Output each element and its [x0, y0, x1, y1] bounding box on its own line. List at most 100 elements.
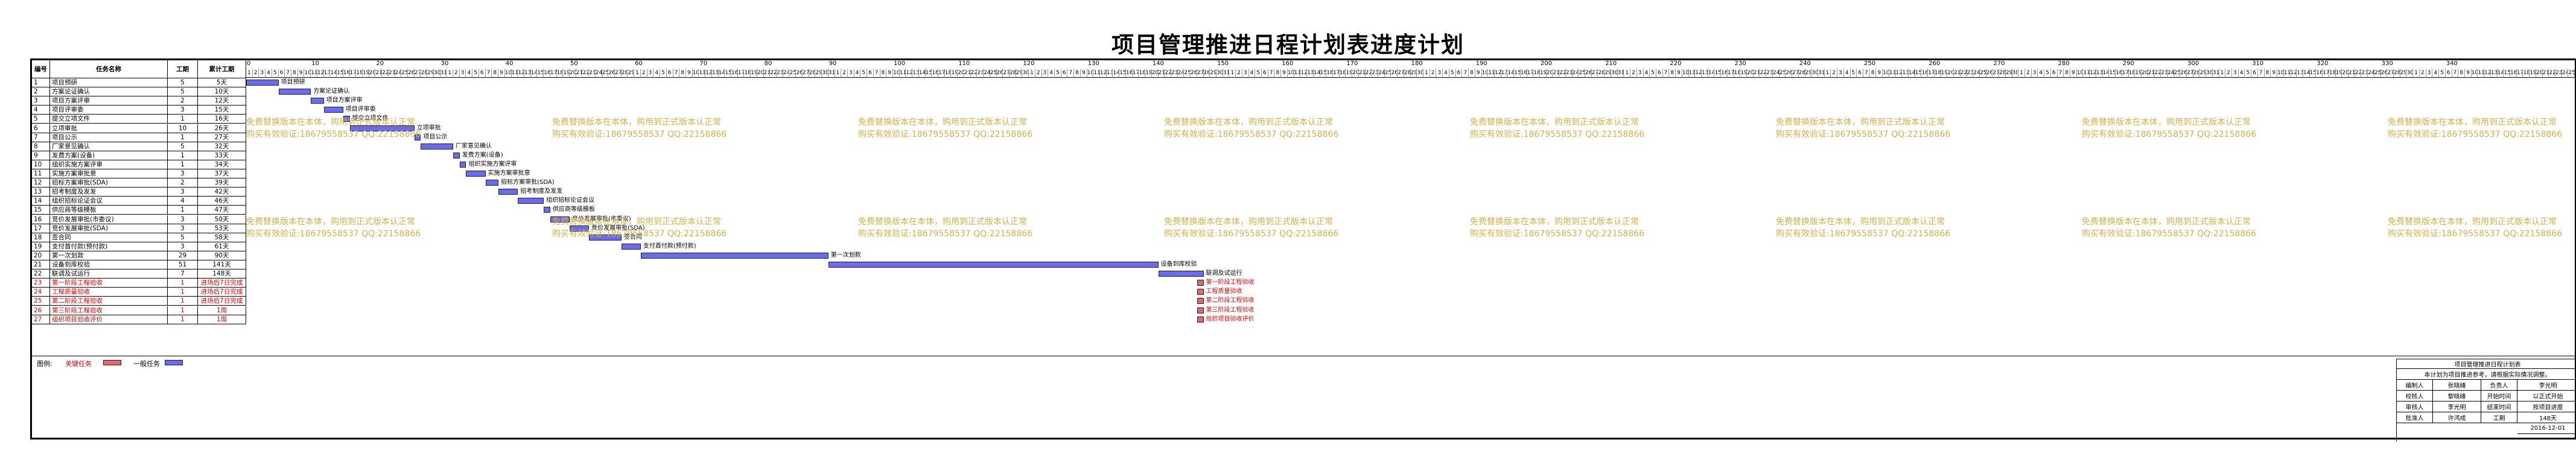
axis-day-cell: 2 [1035, 69, 1042, 78]
axis-major-tick: 270 [1993, 60, 2005, 67]
axis-day-cell: 23 [1565, 69, 1573, 78]
axis-major-tick: 140 [1152, 60, 1164, 67]
task-bar[interactable] [1197, 289, 1204, 295]
axis-day-cell: 30 [1022, 69, 1029, 78]
table-cell-task: 厂家意见确认 [50, 142, 168, 151]
task-bar[interactable] [323, 107, 343, 113]
axis-major-tick: 160 [1282, 60, 1294, 67]
task-bar[interactable] [550, 216, 570, 222]
axis-day-cell: 29 [1210, 69, 1216, 78]
axis-day-cell: 19 [2135, 69, 2142, 78]
axis-day-cell: 25 [2374, 69, 2381, 78]
axis-day-cell: 1 [1824, 69, 1831, 78]
axis-day-cell: 24 [595, 69, 602, 78]
axis-day-cell: 16 [2510, 69, 2517, 78]
task-bar[interactable] [453, 152, 460, 159]
axis-day-cell: 30 [2206, 69, 2213, 78]
axis-day-cell: 8 [1669, 69, 1676, 78]
task-bar[interactable] [828, 262, 1159, 268]
table-cell-cum: 39天 [198, 178, 246, 188]
task-bar[interactable] [343, 116, 350, 122]
task-bar[interactable] [485, 180, 499, 186]
task-bar[interactable] [621, 243, 641, 250]
task-bar[interactable] [544, 207, 550, 213]
axis-day-cell: 14 [2102, 69, 2110, 78]
axis-day-cell: 5 [1055, 69, 1061, 78]
axis-day-cell: 29 [628, 69, 635, 78]
task-bar-label: 组织实施方案评审 [468, 160, 517, 168]
task-bar[interactable] [518, 198, 544, 204]
axis-day-cell: 16 [2316, 69, 2323, 78]
task-bar[interactable] [278, 89, 311, 95]
table-cell-no: 23 [32, 279, 50, 288]
axis-day-cell: 27 [1992, 69, 2000, 78]
signoff-title: 项目管理推进日程计划表 [2397, 359, 2576, 369]
task-bar[interactable] [498, 189, 518, 195]
axis-day-cell: 31 [828, 69, 835, 78]
axis-day-cell: 16 [544, 69, 550, 78]
axis-day-cell: 4 [266, 69, 272, 78]
task-bar[interactable] [1158, 271, 1204, 277]
axis-day-cell: 4 [1048, 69, 1055, 78]
task-bar[interactable] [1197, 316, 1204, 323]
task-bar[interactable] [246, 80, 279, 86]
axis-day-cell: 22 [2355, 69, 2362, 78]
axis-day-cell: 28 [421, 69, 428, 78]
task-bar[interactable] [349, 125, 415, 131]
axis-day-cell: 27 [1591, 69, 1598, 78]
axis-day-cell: 6 [2050, 69, 2058, 78]
axis-day-cell: 9 [1876, 69, 1883, 78]
axis-day-cell: 28 [809, 69, 816, 78]
signoff-box: 项目管理推进日程计划表本计划为项目推进参考，请根据实际情况调整。编制人张晓峰负责… [2396, 359, 2576, 441]
axis-day-cell: 9 [498, 69, 505, 78]
axis-major-tick: 120 [1023, 60, 1035, 67]
table-cell-task: 供应商等级模板 [50, 206, 168, 215]
watermark-text: 免费替换版本在本体，购用到正式版本认正常购买有效验证:18679558537 Q… [2388, 216, 2562, 240]
axis-day-cell: 16 [1326, 69, 1333, 78]
axis-day-cell: 21 [576, 69, 583, 78]
task-bar[interactable] [1197, 307, 1204, 313]
table-cell-no: 10 [32, 160, 50, 169]
axis-day-cell: 4 [654, 69, 661, 78]
task-bar[interactable] [1197, 280, 1204, 286]
table-cell-cum: 37天 [198, 169, 246, 179]
table-cell-task: 组织招标论证会议 [50, 197, 168, 206]
axis-day-cell: 26 [408, 69, 415, 78]
watermark-line-1: 免费替换版本在本体，购用到正式版本认正常 [2082, 118, 2251, 127]
task-bar[interactable] [640, 252, 828, 259]
axis-day-cell: 13 [2297, 69, 2303, 78]
axis-day-cell: 29 [2199, 69, 2207, 78]
task-bar[interactable] [570, 225, 590, 232]
axis-day-cell: 27 [1398, 69, 1404, 78]
signoff-cell: 负责人 [2481, 380, 2517, 391]
watermark-line-1: 免费替换版本在本体，购用到正式版本认正常 [246, 217, 415, 227]
axis-major-tick: 100 [894, 60, 906, 67]
task-bar[interactable] [414, 134, 421, 140]
task-bar-label: 提交立项文件 [352, 115, 389, 122]
axis-major-tick: 260 [1929, 60, 1941, 67]
axis-day-cell: 30 [2406, 69, 2414, 78]
axis-day-cell: 6 [1061, 69, 1068, 78]
axis-day-cell: 26 [1786, 69, 1793, 78]
axis-major-tick: 220 [1670, 60, 1682, 67]
task-bar[interactable] [421, 143, 454, 150]
axis-major-tick: 210 [1605, 60, 1617, 67]
task-bar[interactable] [459, 161, 466, 168]
task-bar[interactable] [1197, 298, 1204, 304]
task-bar[interactable] [311, 98, 324, 104]
axis-major-tick: 320 [2317, 60, 2329, 67]
axis-day-cell: 27 [1792, 69, 1799, 78]
axis-day-cell: 5 [1449, 69, 1456, 78]
axis-day-cell: 30 [433, 69, 440, 78]
axis-major-tick: 40 [505, 60, 514, 67]
watermark-line-2: 购买有效验证:18679558537 QQ:22158866 [246, 229, 421, 239]
axis-day-cell: 30 [1611, 69, 1618, 78]
table-cell-no: 9 [32, 151, 50, 160]
axis-day-cell: 22 [770, 69, 777, 78]
axis-day-cell: 3 [647, 69, 654, 78]
watermark-text: 免费替换版本在本体，购用到正式版本认正常购买有效验证:18679558537 Q… [2082, 216, 2256, 240]
task-bar[interactable] [466, 171, 486, 177]
task-bar[interactable] [589, 234, 622, 241]
axis-day-cell: 10 [2471, 69, 2478, 78]
